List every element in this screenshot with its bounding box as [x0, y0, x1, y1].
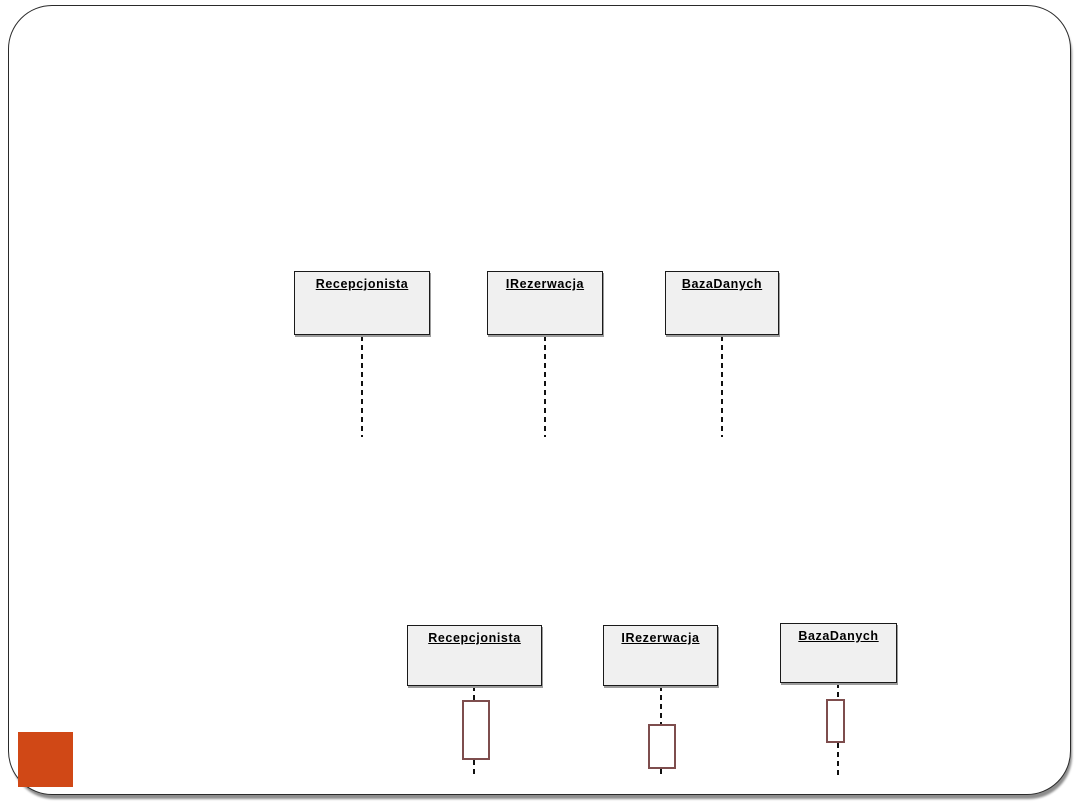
lifeline-tail-recepcjonista-bottom	[473, 760, 475, 775]
lifeline-line-bazadanych-top	[721, 336, 723, 437]
accent-square	[18, 732, 73, 787]
lifeline-label: BazaDanych	[681, 277, 763, 291]
lifeline-label: Recepcjonista	[428, 631, 521, 645]
activation-bar-bazadanych	[826, 699, 845, 743]
lifeline-line-recepcjonista-bottom	[473, 686, 475, 702]
activation-bar-recepcjonista	[462, 700, 490, 760]
lifeline-head-bazadanych-top: BazaDanych	[665, 271, 779, 335]
lifeline-line-recepcjonista-top	[361, 336, 363, 437]
lifeline-head-bazadanych-bottom: BazaDanych	[780, 623, 897, 683]
lifeline-head-recepcjonista-top: Recepcjonista	[294, 271, 430, 335]
lifeline-label: Recepcjonista	[315, 277, 409, 291]
lifeline-label: IRezerwacja	[621, 631, 700, 645]
lifeline-head-recepcjonista-bottom: Recepcjonista	[407, 625, 542, 686]
lifeline-line-bazadanych-bottom	[837, 683, 839, 701]
lifeline-tail-irezerwacja-bottom	[660, 769, 662, 775]
lifeline-head-irezerwacja-bottom: IRezerwacja	[603, 625, 718, 686]
lifeline-label: IRezerwacja	[505, 277, 585, 291]
lifeline-label: BazaDanych	[798, 629, 879, 643]
lifeline-head-irezerwacja-top: IRezerwacja	[487, 271, 603, 335]
lifeline-line-irezerwacja-top	[544, 336, 546, 437]
lifeline-line-irezerwacja-bottom	[660, 686, 662, 726]
activation-bar-irezerwacja	[648, 724, 676, 769]
lifeline-tail-bazadanych-bottom	[837, 743, 839, 777]
